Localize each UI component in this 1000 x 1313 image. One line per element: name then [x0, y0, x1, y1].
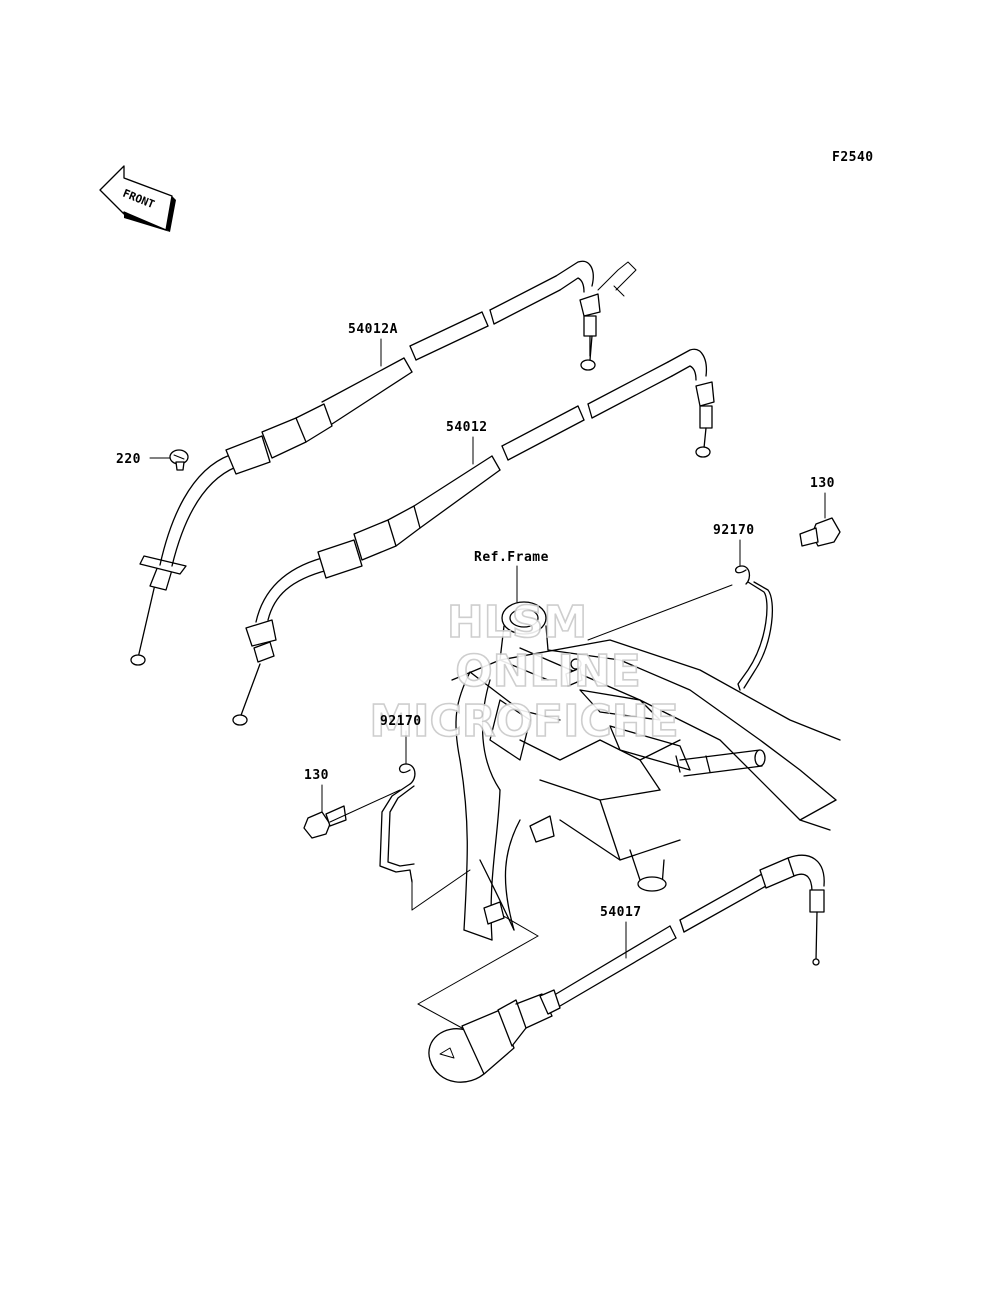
callout-130-right: 130 — [810, 476, 835, 491]
callout-92170-left: 92170 — [380, 714, 422, 729]
clamp-92170-left — [379, 763, 416, 883]
reference-frame-label: Ref.Frame — [474, 550, 549, 565]
bolt-130-right — [799, 517, 841, 547]
watermark-line2: ONLINE — [455, 646, 641, 697]
throttle-cable-54012 — [232, 348, 715, 726]
bolt-130-left — [303, 805, 347, 839]
callout-220: 220 — [116, 452, 141, 467]
callout-92170-right: 92170 — [713, 523, 755, 538]
figure-code: F2540 — [832, 150, 874, 165]
motorcycle-frame — [451, 601, 841, 941]
clamp-92170-right — [735, 565, 773, 691]
screw-220 — [169, 449, 189, 471]
watermark-line3: MICROFICHE — [369, 696, 678, 747]
watermark-line1: HLSM — [447, 597, 587, 648]
choke-cable-54017 — [417, 854, 825, 1083]
throttle-cable-54012a — [130, 260, 637, 666]
callout-54012a: 54012A — [348, 322, 398, 337]
front-arrow-icon: FRONT — [99, 165, 176, 232]
watermark: HLSM ONLINE MICROFICHE — [369, 596, 680, 748]
leader-lines — [149, 338, 826, 959]
callout-54017: 54017 — [600, 905, 642, 920]
callout-130-left: 130 — [304, 768, 329, 783]
callout-54012: 54012 — [446, 420, 488, 435]
